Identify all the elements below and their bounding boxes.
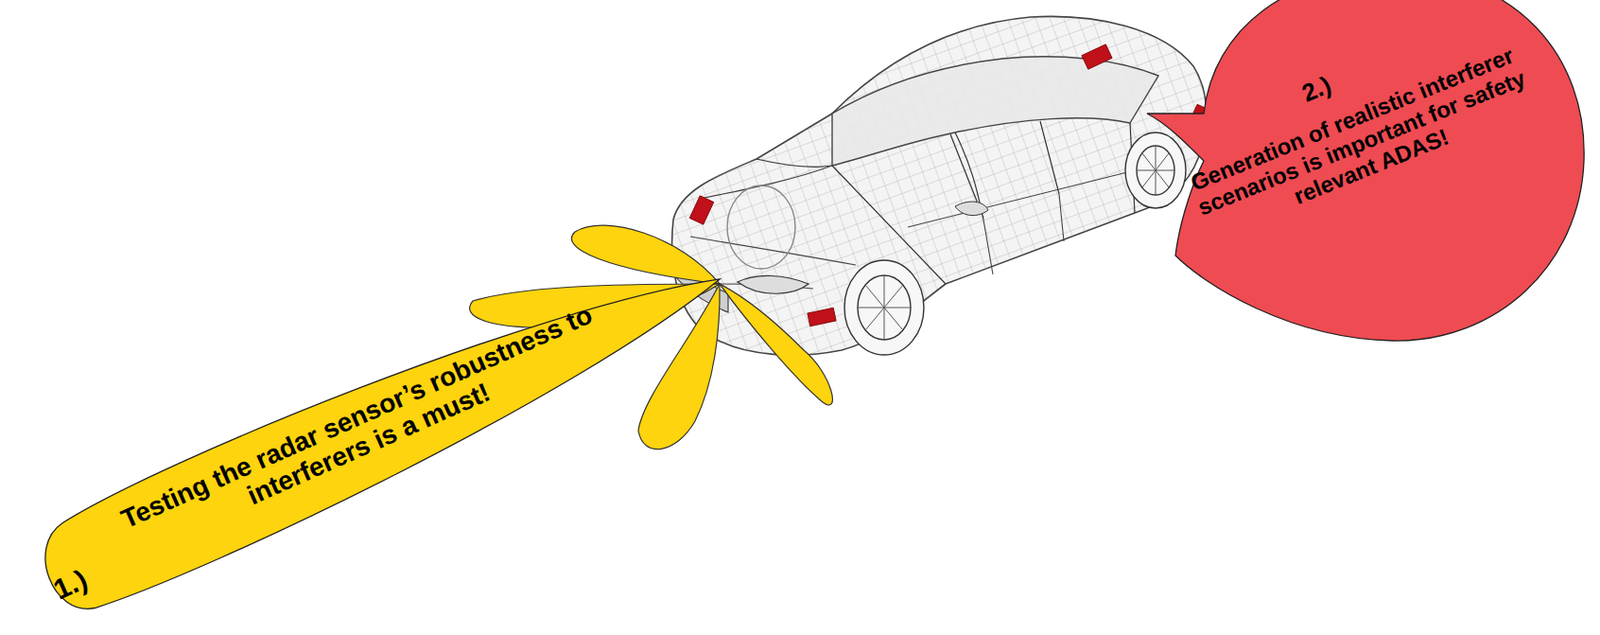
- callout-text: Generation of realistic interferer scena…: [1149, 28, 1573, 259]
- callout-text: Testing the radar sensor’s robustness to…: [73, 280, 652, 581]
- radar-main-lobe: 1.)Testing the radar sensor’s robustness…: [14, 226, 744, 634]
- callout-blob: 2.)Generation of realistic interferer sc…: [1147, 0, 1588, 343]
- rotated-text-group: 2.)Generation of realistic interferer sc…: [1094, 0, 1600, 412]
